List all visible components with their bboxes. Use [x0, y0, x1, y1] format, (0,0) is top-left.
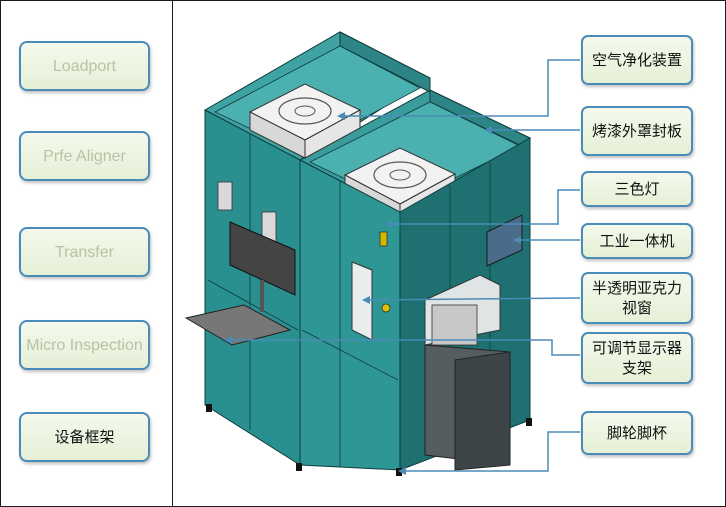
center-front-panel: [299, 159, 401, 471]
callout-casters: 脚轮脚杯: [581, 411, 693, 455]
nav-micro-inspection-button[interactable]: Micro Inspection: [19, 320, 150, 370]
monitor: [229, 221, 296, 296]
callout-acrylic-window: 半透明亚克力视窗: [581, 272, 693, 324]
callout-industrial-pc: 工业一体机: [581, 223, 693, 259]
callout-air-purifier: 空气净化装置: [581, 35, 693, 85]
callout-leader-lines: [232, 59, 581, 472]
callout-paint-cover: 烤漆外罩封板: [581, 106, 693, 156]
nav-equipment-frame-button[interactable]: 设备框架: [19, 412, 150, 462]
nav-transfer-button[interactable]: Transfer: [19, 227, 150, 277]
air-purifier-unit-left: [248, 83, 362, 159]
keyboard-tray: [184, 304, 292, 346]
callout-monitor-bracket: 可调节显示器支架: [581, 332, 693, 384]
sidebar-divider: [172, 0, 173, 507]
nav-loadport-button[interactable]: Loadport: [19, 41, 150, 91]
nav-prfe-aligner-button[interactable]: Prfe Aligner: [19, 131, 150, 181]
tri-color-light: [379, 231, 388, 247]
callout-tri-color-light: 三色灯: [581, 171, 693, 207]
industrial-pc-screen: [486, 214, 523, 267]
loadport-unit: [424, 274, 511, 471]
